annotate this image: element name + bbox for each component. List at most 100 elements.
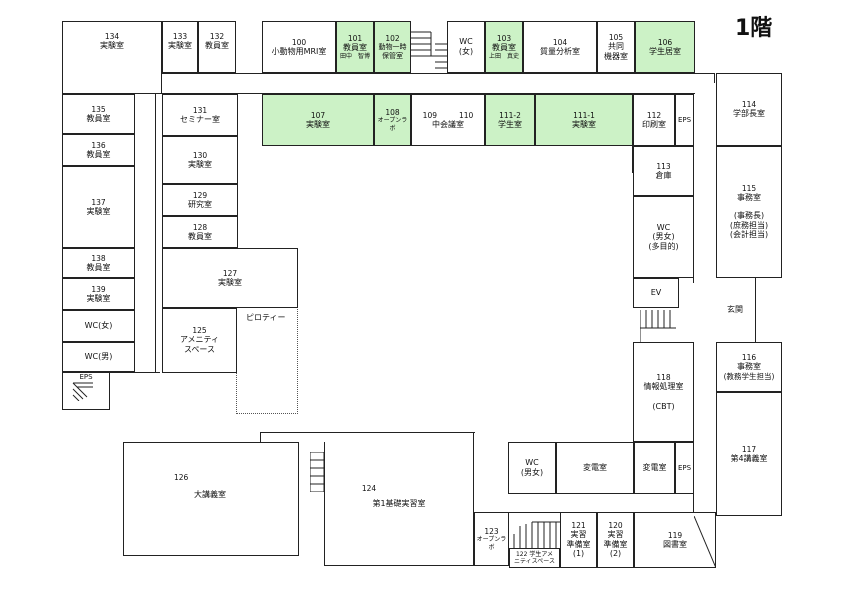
- room-115[interactable]: 115 事務室 (事務長) (庶務担当) (会計担当): [716, 146, 782, 278]
- room-103[interactable]: 103 教員室 上田 真史: [485, 21, 523, 73]
- corridor-wall: [755, 278, 756, 342]
- room-122[interactable]: 122 学生アメ ニティスペース: [509, 548, 560, 568]
- room-number: 115: [741, 184, 757, 194]
- room-134[interactable]: 134 実験室: [62, 21, 162, 94]
- room-name: 学生居室: [649, 46, 681, 56]
- substation-2[interactable]: 変電室: [634, 442, 675, 494]
- room-name: 印刷室: [642, 119, 666, 129]
- room-name: セミナー室: [180, 114, 220, 124]
- entrance-label: 玄関: [727, 305, 743, 314]
- room-113[interactable]: 113 倉庫: [633, 146, 694, 196]
- room-131[interactable]: 131 セミナー室: [162, 94, 238, 136]
- room-111-2[interactable]: 111-2 学生室: [485, 94, 535, 146]
- room-name: 動物一時: [378, 43, 407, 52]
- room-detail: (事務長): [733, 210, 765, 220]
- room-112[interactable]: 112 印刷室: [633, 94, 675, 146]
- room-139[interactable]: 139 実験室: [62, 278, 135, 310]
- room-137[interactable]: 137 実験室: [62, 166, 135, 248]
- room-number: 132: [209, 32, 225, 41]
- room-name: 教員室: [86, 262, 111, 272]
- room-121[interactable]: 121 実習 準備室 (1): [560, 512, 597, 568]
- corridor-wall: [155, 93, 156, 373]
- wc-men-left[interactable]: WC(男): [62, 342, 135, 372]
- room-number: 116: [741, 353, 757, 363]
- room-132[interactable]: 132 教員室: [198, 21, 236, 73]
- room-name: 実験室: [86, 293, 111, 303]
- room-109-110[interactable]: 109 110 中会議室: [411, 94, 485, 146]
- piloti-label: ピロティー: [246, 313, 286, 322]
- corridor-wall: [110, 372, 160, 373]
- room-name: WC(男): [84, 352, 113, 362]
- room-127[interactable]: 127 実験室: [162, 248, 298, 308]
- room-name: 実習: [570, 530, 587, 540]
- wc-multipurpose[interactable]: WC (男女) (多目的): [633, 196, 694, 278]
- corridor-wall: [260, 432, 475, 433]
- room-occupant: 上田 真史: [488, 52, 519, 60]
- stairs-icon: [72, 382, 93, 402]
- room-name: 第4講義室: [730, 453, 768, 463]
- piloti-boundary: [236, 413, 298, 414]
- room-138[interactable]: 138 教員室: [62, 248, 135, 278]
- room-number: 106: [657, 37, 673, 47]
- wc-unisex-bottom[interactable]: WC (男女): [508, 442, 556, 494]
- room-117[interactable]: 117 第4講義室: [716, 392, 782, 516]
- room-number: 125: [192, 326, 207, 336]
- room-124[interactable]: 124 第1基礎実習室: [324, 442, 474, 566]
- room-name: 実験室: [100, 41, 124, 50]
- room-name-2: 保管室: [382, 51, 403, 60]
- wc-women-left[interactable]: WC(女): [62, 310, 135, 342]
- room-107[interactable]: 107 実験室: [262, 94, 374, 146]
- room-119[interactable]: 119 図書室: [634, 512, 716, 568]
- room-number: 118: [656, 372, 671, 382]
- room-126[interactable]: 126 大講義室: [123, 442, 299, 556]
- room-number: 119: [667, 530, 683, 540]
- room-100[interactable]: 100 小動物用MRI室: [262, 21, 336, 73]
- room-106[interactable]: 106 学生居室: [635, 21, 695, 73]
- room-name: WC(女): [84, 321, 113, 331]
- room-108[interactable]: 108 オープンラボ: [374, 94, 411, 146]
- room-name-2: (女): [458, 47, 474, 56]
- room-111-1[interactable]: 111-1 実験室: [535, 94, 633, 146]
- room-104[interactable]: 104 質量分析室: [523, 21, 597, 73]
- room-number: 113: [656, 161, 671, 171]
- room-136[interactable]: 136 教員室: [62, 134, 135, 166]
- room-number: 127: [222, 268, 238, 278]
- room-number: 112: [646, 110, 662, 120]
- elevator[interactable]: EV: [633, 278, 679, 308]
- room-number: 117: [741, 444, 757, 454]
- room-123[interactable]: 123 オープンラボ: [474, 512, 509, 566]
- room-name: 教員室: [492, 43, 516, 53]
- room-101[interactable]: 101 教員室 田中 智博: [336, 21, 374, 73]
- room-116[interactable]: 116 事務室 (教務学生担当): [716, 342, 782, 392]
- wc-women-top[interactable]: WC (女): [447, 21, 485, 73]
- room-102[interactable]: 102 動物一時 保管室: [374, 21, 411, 73]
- room-name: 図書室: [663, 539, 687, 549]
- room-122-line1: 122 学生アメ: [516, 551, 553, 558]
- substation-1[interactable]: 変電室: [556, 442, 634, 494]
- room-name: 実験室: [218, 277, 242, 287]
- room-129[interactable]: 129 研究室: [162, 184, 238, 216]
- stairs-icon: [310, 452, 324, 492]
- room-name: 実験室: [168, 41, 192, 50]
- room-105[interactable]: 105 共同 機器室: [597, 21, 635, 73]
- room-number: 120: [608, 521, 623, 531]
- room-number: 108: [385, 108, 400, 118]
- room-name: WC: [656, 222, 671, 232]
- room-135[interactable]: 135 教員室: [62, 94, 135, 134]
- room-name: 研究室: [188, 199, 212, 209]
- room-number: 129: [192, 190, 208, 200]
- stairs-icon: [411, 31, 447, 69]
- room-name: 学生アメ: [529, 550, 554, 558]
- room-118[interactable]: 118 情報処理室 (CBT): [633, 342, 694, 442]
- room-number: 103: [496, 34, 512, 44]
- room-125[interactable]: 125 アメニティ スペース: [162, 308, 237, 373]
- room-number: 111-1: [573, 110, 595, 120]
- room-128[interactable]: 128 教員室: [162, 216, 238, 248]
- room-number: 138: [91, 253, 106, 263]
- room-114[interactable]: 114 学部長室: [716, 73, 782, 146]
- room-130[interactable]: 130 実験室: [162, 136, 238, 184]
- room-number: 107: [310, 110, 326, 120]
- room-120[interactable]: 120 実習 準備室 (2): [597, 512, 634, 568]
- room-name: 質量分析室: [540, 46, 580, 56]
- room-133[interactable]: 133 実験室: [162, 21, 198, 73]
